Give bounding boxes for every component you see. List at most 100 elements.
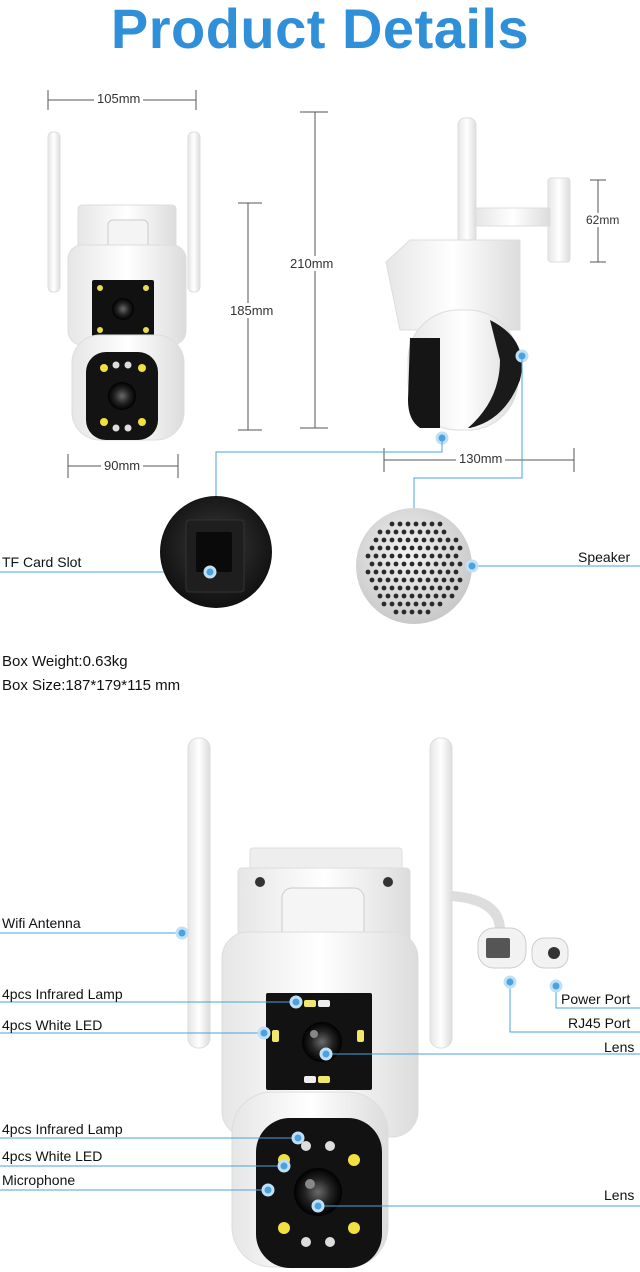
callout-wifi-antenna: Wifi Antenna [2, 915, 81, 931]
speaker-hole [397, 537, 403, 543]
speaker-hole [445, 569, 451, 575]
speaker-hole [433, 561, 439, 567]
speaker-hole [409, 529, 415, 535]
speaker-hole [421, 537, 427, 543]
speaker-hole [437, 521, 443, 527]
speaker-hole [421, 569, 427, 575]
speaker-hole [413, 521, 419, 527]
speaker-hole [453, 537, 459, 543]
speaker-hole [421, 521, 427, 527]
speaker-hole [385, 529, 391, 535]
speaker-hole [437, 537, 443, 543]
speaker-hole [445, 537, 451, 543]
tf-card-slot-photo [160, 496, 272, 608]
speaker-hole [429, 521, 435, 527]
speaker-hole [425, 529, 431, 535]
speaker-hole [417, 561, 423, 567]
speaker-hole [425, 593, 431, 599]
speaker-hole [393, 561, 399, 567]
speaker-hole [429, 537, 435, 543]
speaker-hole [441, 593, 447, 599]
speaker-hole [449, 561, 455, 567]
speaker-hole [373, 537, 379, 543]
speaker-hole [389, 569, 395, 575]
speaker-hole [453, 585, 459, 591]
speaker-hole [413, 601, 419, 607]
speaker-hole [393, 593, 399, 599]
speaker-hole [397, 553, 403, 559]
dimension-height-front: 185mm [227, 303, 277, 318]
callout-white-led-bottom: 4pcs White LED [2, 1148, 103, 1164]
speaker-hole [409, 577, 415, 583]
speaker-hole [425, 609, 431, 615]
tf-card-slot-label: TF Card Slot [2, 554, 82, 570]
speaker-hole [381, 537, 387, 543]
speaker-hole [373, 585, 379, 591]
dimension-width-bottom: 90mm [101, 458, 144, 473]
speaker-hole [377, 593, 383, 599]
callout-ir-lamp-top: 4pcs Infrared Lamp [2, 986, 123, 1002]
speaker-hole [405, 553, 411, 559]
speaker-hole [429, 585, 435, 591]
speaker-hole [417, 609, 423, 615]
speaker-hole [389, 521, 395, 527]
speaker-hole [457, 545, 463, 551]
speaker-hole [433, 545, 439, 551]
speaker-hole [433, 593, 439, 599]
speaker-hole [425, 577, 431, 583]
speaker-hole [449, 593, 455, 599]
speaker-hole [445, 553, 451, 559]
speaker-hole [441, 561, 447, 567]
speaker-hole [441, 529, 447, 535]
speaker-hole [413, 537, 419, 543]
callout-rj45-port: RJ45 Port [568, 1015, 631, 1031]
side-camera [385, 117, 571, 445]
speaker-hole [421, 601, 427, 607]
speaker-photo [356, 508, 479, 624]
bottom-callout-lines [0, 932, 640, 1207]
speaker-hole [393, 545, 399, 551]
speaker-hole [441, 545, 447, 551]
speaker-hole [365, 569, 371, 575]
speaker-hole [397, 569, 403, 575]
speaker-hole [397, 585, 403, 591]
callout-microphone: Microphone [2, 1172, 76, 1188]
speaker-hole [385, 545, 391, 551]
speaker-hole [421, 585, 427, 591]
speaker-hole [405, 569, 411, 575]
speaker-hole [437, 553, 443, 559]
speaker-hole [377, 561, 383, 567]
speaker-hole [401, 577, 407, 583]
speaker-hole [377, 577, 383, 583]
speaker-hole [409, 561, 415, 567]
speaker-hole [401, 545, 407, 551]
speaker-hole [393, 577, 399, 583]
speaker-hole [409, 593, 415, 599]
speaker-hole [401, 609, 407, 615]
speaker-hole [393, 609, 399, 615]
speaker-hole [409, 545, 415, 551]
dimension-height-total: 210mm [287, 256, 337, 271]
front-camera-small [47, 131, 201, 441]
speaker-hole [425, 561, 431, 567]
speaker-hole [381, 601, 387, 607]
speaker-hole [405, 601, 411, 607]
speaker-hole [429, 569, 435, 575]
box-weight: Box Weight:0.63kg [2, 653, 128, 670]
speaker-hole [429, 553, 435, 559]
speaker-hole [457, 577, 463, 583]
box-size: Box Size:187*179*115 mm [2, 677, 181, 694]
speaker-hole [437, 585, 443, 591]
callout-white-led-top: 4pcs White LED [2, 1017, 103, 1033]
speaker-hole [401, 593, 407, 599]
speaker-hole [421, 553, 427, 559]
speaker-hole [389, 601, 395, 607]
speaker-hole [417, 577, 423, 583]
speaker-hole [405, 585, 411, 591]
speaker-hole [429, 601, 435, 607]
speaker-hole [413, 553, 419, 559]
speaker-hole [381, 569, 387, 575]
speaker-hole [437, 569, 443, 575]
speaker-hole [445, 585, 451, 591]
